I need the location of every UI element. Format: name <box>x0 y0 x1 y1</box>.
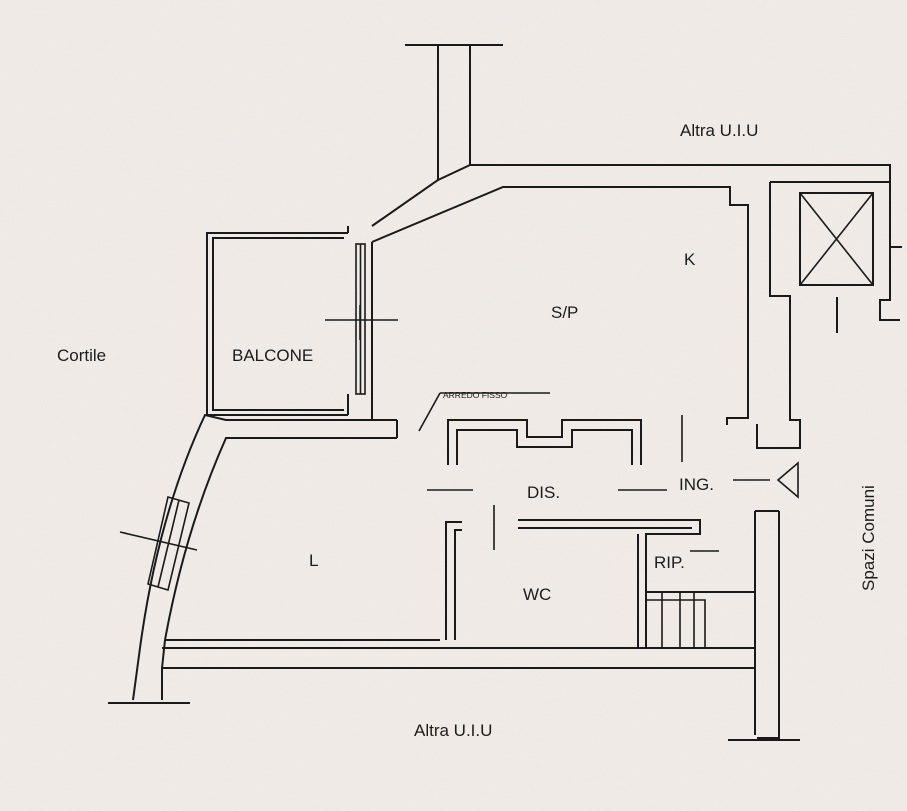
wc-walls <box>445 519 701 648</box>
label-k: K <box>684 250 696 269</box>
entrance-walls <box>728 510 800 741</box>
rip-walls <box>646 550 755 648</box>
label-wc: WC <box>523 585 551 604</box>
balcony-walls <box>206 226 349 416</box>
top-exterior-wall <box>371 164 902 425</box>
label-balcone: BALCONE <box>232 346 313 365</box>
label-arredo-fisso: ARREDO FISSO <box>443 390 508 400</box>
label-ing: ING. <box>679 475 714 494</box>
label-rip: RIP. <box>654 553 685 572</box>
living-room-window <box>119 495 198 592</box>
label-l: L <box>309 551 318 570</box>
label-altra-top: Altra U.I.U <box>680 121 758 140</box>
label-cortile: Cortile <box>57 346 106 365</box>
label-altra-bottom: Altra U.I.U <box>414 721 492 740</box>
fixed-furniture <box>418 392 642 465</box>
label-dis: DIS. <box>527 483 560 502</box>
balcony-window <box>325 243 398 395</box>
elevator-shaft <box>756 181 890 449</box>
label-spazi-comuni: Spazi Comuni <box>859 485 878 591</box>
door-swings <box>427 415 799 550</box>
label-sp: S/P <box>551 303 578 322</box>
